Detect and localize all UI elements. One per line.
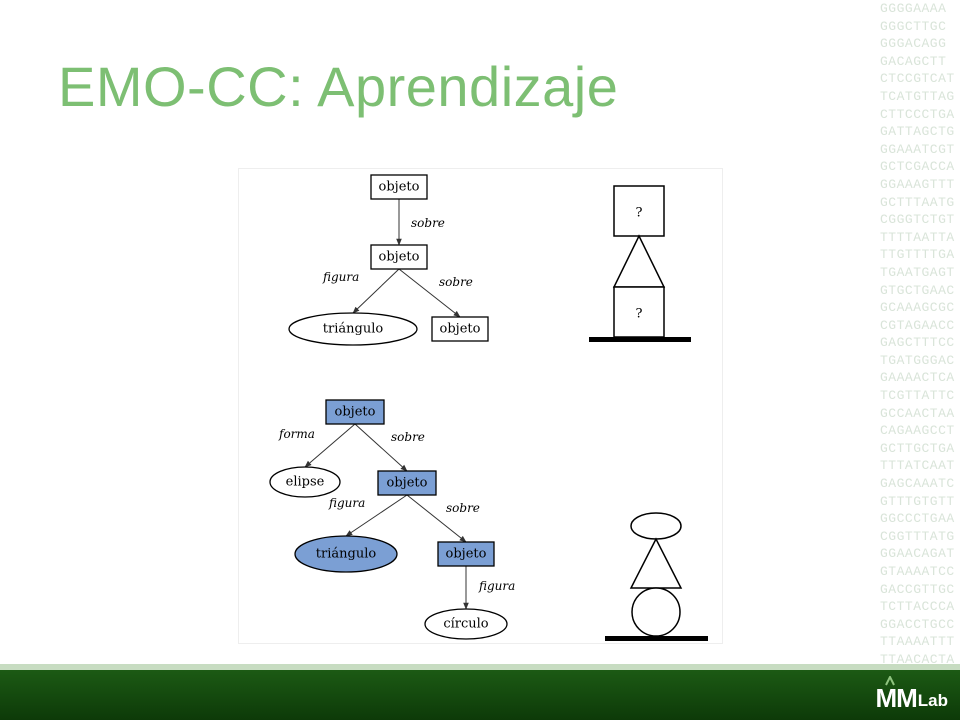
dna-line: GGCCCTGAA: [880, 511, 955, 527]
edge-forma-arrow: [304, 423, 356, 468]
edge-figura-arrow: [345, 494, 408, 537]
edge-label-sobre: sobre: [411, 216, 445, 230]
dna-line: GCTTGCTGA: [880, 440, 955, 456]
edge-label-figura: figura: [322, 270, 359, 284]
scene-bottom: [605, 512, 708, 641]
scene-top-lower-box: [613, 286, 665, 338]
dna-line: TTAACACTA: [880, 651, 955, 667]
dna-line: TGATGGGAC: [880, 352, 955, 368]
node-b-root-label: objeto: [335, 405, 376, 420]
dna-line: GGACCTGCC: [880, 616, 955, 632]
node-b-elipse-shape: [269, 466, 341, 498]
node-b-elipse-label: elipse: [286, 475, 325, 490]
node-t-obj-label: objeto: [440, 322, 481, 337]
dna-line: CGGGTCTGT: [880, 212, 955, 228]
dna-line: GCAAAGCGC: [880, 300, 955, 316]
dna-line: GGGCTTGC: [880, 18, 947, 34]
dna-line: TTTTAATTA: [880, 229, 955, 245]
dna-line: GACAGCTT: [880, 53, 947, 69]
dna-line: GAGCAAATC: [880, 476, 955, 492]
node-b-mid-shape: [377, 470, 437, 496]
edge-label-sobre: sobre: [391, 430, 425, 444]
scene-bottom-circle: [631, 587, 681, 637]
dna-line: TGAATGAGT: [880, 264, 955, 280]
edge-label-figura: figura: [478, 579, 515, 593]
node-b-tri-label: triángulo: [316, 547, 377, 562]
scene-bottom-triangle: [629, 537, 683, 589]
diagram-svg: sobre figura sobre forma sobre figura sobre fig…: [269, 174, 708, 641]
dna-line: TTAAAATTT: [880, 634, 955, 650]
node-t-tri-label: triángulo: [323, 322, 384, 337]
dna-line: GAAAACTCA: [880, 370, 955, 386]
edge-label-forma: forma: [278, 427, 315, 441]
scene-bottom-ellipse: [630, 512, 682, 540]
node-t-mid-label: objeto: [379, 250, 420, 265]
node-b-obj-shape: [437, 541, 495, 567]
node-t-root-label: objeto: [379, 180, 420, 195]
dna-line: CAGAAGCCT: [880, 423, 955, 439]
slide-title: EMO-CC: Aprendizaje: [58, 55, 619, 118]
edge-sobre-arrow: [406, 494, 467, 543]
node-b-root-shape: [325, 399, 385, 425]
node-b-mid-label: objeto: [387, 476, 428, 491]
dna-line: TCTTACCCA: [880, 599, 955, 615]
mmlab-logo: MM Lab: [875, 676, 948, 713]
node-t-root-shape: [370, 174, 428, 200]
scene-bottom-ground: [605, 636, 708, 641]
dna-line: GTTTGTGTT: [880, 493, 955, 509]
dna-line: GTAAAATCC: [880, 564, 955, 579]
dna-line: GGAAAGTTT: [880, 176, 955, 192]
dna-line: GGAAATCGT: [880, 141, 955, 157]
node-t-mid-shape: [370, 244, 428, 270]
dna-line: GGAACAGAT: [880, 546, 955, 562]
dna-line: GCTTTAATG: [880, 194, 955, 210]
node-b-tri-shape: [294, 535, 398, 573]
edge-label-sobre: sobre: [446, 501, 480, 515]
dna-line: GGGACAGG: [880, 36, 947, 52]
scene-top: ? ?: [589, 185, 691, 342]
dna-line: GATTAGCTG: [880, 124, 955, 140]
node-t-obj-shape: [431, 316, 489, 342]
dna-line: TCGTTATTC: [880, 388, 955, 404]
scene-top-ground: [589, 337, 691, 342]
dna-line: GCCAACTAA: [880, 405, 955, 421]
edge-label-sobre: sobre: [439, 275, 473, 289]
dna-line: GCTCGACCA: [880, 159, 955, 175]
dna-line: TCATGTTAG: [880, 88, 955, 104]
scene-top-upper-unknown: ?: [636, 206, 643, 221]
edge-sobre-arrow: [398, 268, 461, 318]
dna-line: CTCCGTCAT: [880, 71, 955, 87]
edge-label-figura: figura: [328, 496, 365, 510]
dna-line: CGTAGAACC: [880, 317, 955, 333]
dna-line: CGGTTTATG: [880, 528, 955, 544]
dna-line: GACCGTTGC: [880, 581, 955, 597]
node-b-obj-label: objeto: [446, 547, 487, 562]
footer-bar: MM Lab: [0, 670, 960, 720]
dna-line: GTGCTGAAC: [880, 282, 955, 298]
logo-lab-text: Lab: [917, 691, 948, 710]
dna-line: GAGCTTTCC: [880, 335, 955, 351]
scene-top-upper-box: [613, 185, 665, 237]
scene-top-triangle: [612, 234, 666, 288]
node-t-tri-shape: [288, 312, 418, 346]
dna-line: TTTATCAAT: [880, 458, 955, 474]
scene-top-lower-unknown: ?: [636, 307, 643, 322]
dna-line: TTGTTTTGA: [880, 247, 955, 263]
logo-mm-text: MM: [875, 683, 917, 713]
diagram-panel: sobre figura sobre forma sobre figura sobre fig…: [238, 168, 723, 644]
node-b-circ-shape: [424, 608, 508, 640]
node-b-circ-label: círculo: [443, 617, 488, 632]
edge-sobre-arrow: [354, 423, 408, 472]
footer-divider: [0, 664, 960, 670]
dna-line: CTTCCCTGA: [880, 106, 955, 122]
dna-line: GGGGAAAA: [880, 1, 947, 16]
logo-mark-icon: [885, 676, 896, 686]
edge-figura-arrow: [352, 268, 400, 314]
